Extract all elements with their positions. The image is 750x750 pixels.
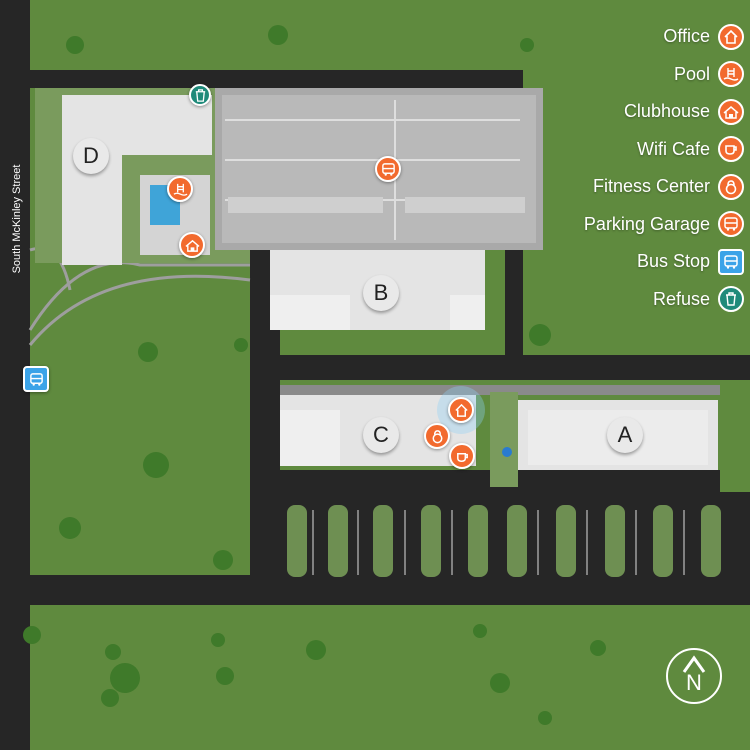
north-arrow-icon [682,655,706,673]
bus-icon [718,211,744,238]
legend-item-office[interactable]: Office [494,18,744,56]
office-pin[interactable] [448,397,474,423]
compass-letter: N [686,670,702,695]
legend-label: Office [663,26,710,47]
bus-icon [29,372,43,386]
kettlebell-icon [432,429,442,443]
legend-label: Fitness Center [592,176,710,197]
trash-icon [718,286,744,313]
clubhouse-icon [184,239,200,252]
bus-stop-pin[interactable] [23,366,49,392]
road-north [30,70,522,88]
coffee-cup-icon [718,136,744,163]
legend-item-wifi-cafe[interactable]: Wifi Cafe [494,131,744,169]
house-icon [718,23,744,50]
parking-garage-pin[interactable] [375,156,401,182]
pool-pin[interactable] [167,176,193,202]
building-label-b: B [363,275,399,311]
coffee-cup-icon [456,452,468,462]
road-middle [250,355,750,380]
north-compass: N [666,648,722,704]
bus-icon [381,162,395,176]
bus-icon [718,248,744,275]
legend-label: Wifi Cafe [636,138,710,159]
map-legend: Office Pool Clubhouse Wifi Cafe Fitness … [494,18,744,318]
clubhouse-icon [718,98,744,125]
house-icon [454,403,468,417]
legend-item-fitness-center[interactable]: Fitness Center [494,168,744,206]
building-label-c: C [363,417,399,453]
legend-item-clubhouse[interactable]: Clubhouse [494,93,744,131]
building-label-d: D [73,138,109,174]
trash-icon [195,88,205,102]
road-south [0,575,750,605]
kettlebell-icon [718,173,744,200]
street-label: South McKinley Street [11,164,23,274]
legend-item-parking-garage[interactable]: Parking Garage [494,206,744,244]
legend-item-bus-stop[interactable]: Bus Stop [494,243,744,281]
legend-item-pool[interactable]: Pool [494,56,744,94]
clubhouse-pin[interactable] [179,232,205,258]
legend-label: Clubhouse [623,101,710,122]
pool-icon [718,61,744,88]
legend-item-refuse[interactable]: Refuse [494,281,744,319]
building-label-a: A [607,417,643,453]
legend-label: Parking Garage [583,213,710,234]
refuse-pin[interactable] [189,84,211,106]
legend-label: Pool [673,63,710,84]
legend-label: Bus Stop [636,251,710,272]
fitness-center-pin[interactable] [424,423,450,449]
legend-label: Refuse [652,288,710,309]
pool-icon [173,183,187,196]
wifi-cafe-pin[interactable] [449,443,475,469]
